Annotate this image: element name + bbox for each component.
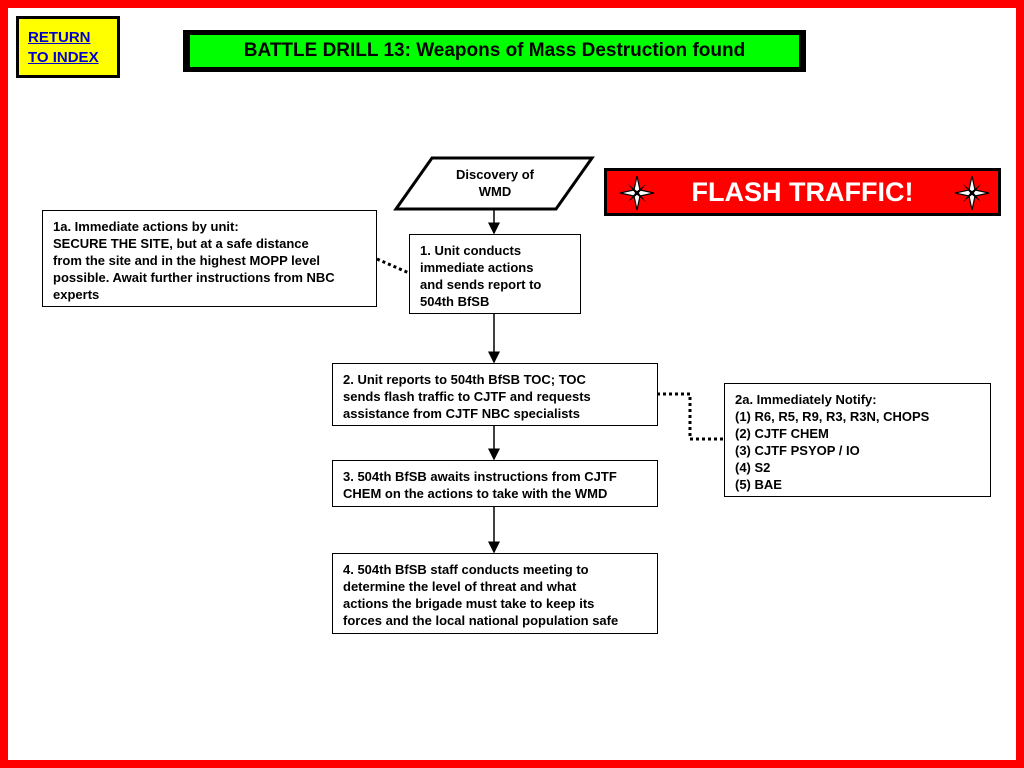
step-1-line: 1. Unit conducts bbox=[420, 243, 522, 258]
step-2a-line: (1) R6, R5, R9, R3, R3N, CHOPS bbox=[735, 409, 930, 424]
flash-traffic-label: FLASH TRAFFIC! bbox=[691, 176, 914, 207]
step-1a-line: experts bbox=[53, 287, 100, 302]
step-2-line: assistance from CJTF NBC specialists bbox=[343, 406, 580, 421]
step-2a-line: (2) CJTF CHEM bbox=[735, 426, 829, 441]
step-1a-line: 1a. Immediate actions by unit: bbox=[53, 219, 239, 234]
return-to-index-button[interactable]: RETURN TO INDEX bbox=[16, 16, 120, 78]
step-4-line: determine the level of threat and what bbox=[343, 579, 577, 594]
step-3-line: 3. 504th BfSB awaits instructions from C… bbox=[343, 469, 617, 484]
step-4-line: 4. 504th BfSB staff conducts meeting to bbox=[343, 562, 589, 577]
step-2a-line: (3) CJTF PSYOP / IO bbox=[735, 443, 860, 458]
title-banner: BATTLE DRILL 13: Weapons of Mass Destruc… bbox=[183, 30, 806, 72]
step-2-box: 2. Unit reports to 504th BfSB TOC; TOC s… bbox=[332, 363, 658, 426]
start-node: Discovery of WMD bbox=[440, 166, 550, 200]
step-2a-line: (5) BAE bbox=[735, 477, 782, 492]
step-1-line: 504th BfSB bbox=[420, 294, 490, 309]
start-label-line: Discovery of bbox=[455, 167, 535, 182]
flash-traffic-banner: FLASH TRAFFIC! bbox=[604, 168, 1001, 216]
step-4-line: actions the brigade must take to keep it… bbox=[343, 596, 595, 611]
step-3-line: CHEM on the actions to take with the WMD bbox=[343, 486, 608, 501]
step-1a-line: SECURE THE SITE, but at a safe distance bbox=[53, 236, 309, 251]
compass-star-icon bbox=[954, 175, 990, 211]
step-2a-box: 2a. Immediately Notify: (1) R6, R5, R9, … bbox=[724, 383, 991, 497]
step-1-line: immediate actions bbox=[420, 260, 534, 275]
compass-star-icon bbox=[619, 175, 655, 211]
page-title: BATTLE DRILL 13: Weapons of Mass Destruc… bbox=[190, 35, 799, 67]
step-2-line: 2. Unit reports to 504th BfSB TOC; TOC bbox=[343, 372, 586, 387]
step-2a-line: (4) S2 bbox=[735, 460, 771, 475]
step-1-box: 1. Unit conducts immediate actions and s… bbox=[409, 234, 581, 314]
step-4-line: forces and the local national population… bbox=[343, 613, 619, 628]
step-1a-box: 1a. Immediate actions by unit: SECURE TH… bbox=[42, 210, 377, 307]
step-2a-line: 2a. Immediately Notify: bbox=[735, 392, 877, 407]
step-1-line: and sends report to bbox=[420, 277, 542, 292]
start-label-line: WMD bbox=[478, 184, 512, 199]
return-label-line2: TO INDEX bbox=[28, 49, 99, 66]
return-label-line1: RETURN bbox=[28, 29, 91, 46]
step-3-box: 3. 504th BfSB awaits instructions from C… bbox=[332, 460, 658, 507]
step-2-line: sends flash traffic to CJTF and requests bbox=[343, 389, 591, 404]
step-1a-line: from the site and in the highest MOPP le… bbox=[53, 253, 321, 268]
step-1a-line: possible. Await further instructions fro… bbox=[53, 270, 335, 285]
step-4-box: 4. 504th BfSB staff conducts meeting to … bbox=[332, 553, 658, 634]
